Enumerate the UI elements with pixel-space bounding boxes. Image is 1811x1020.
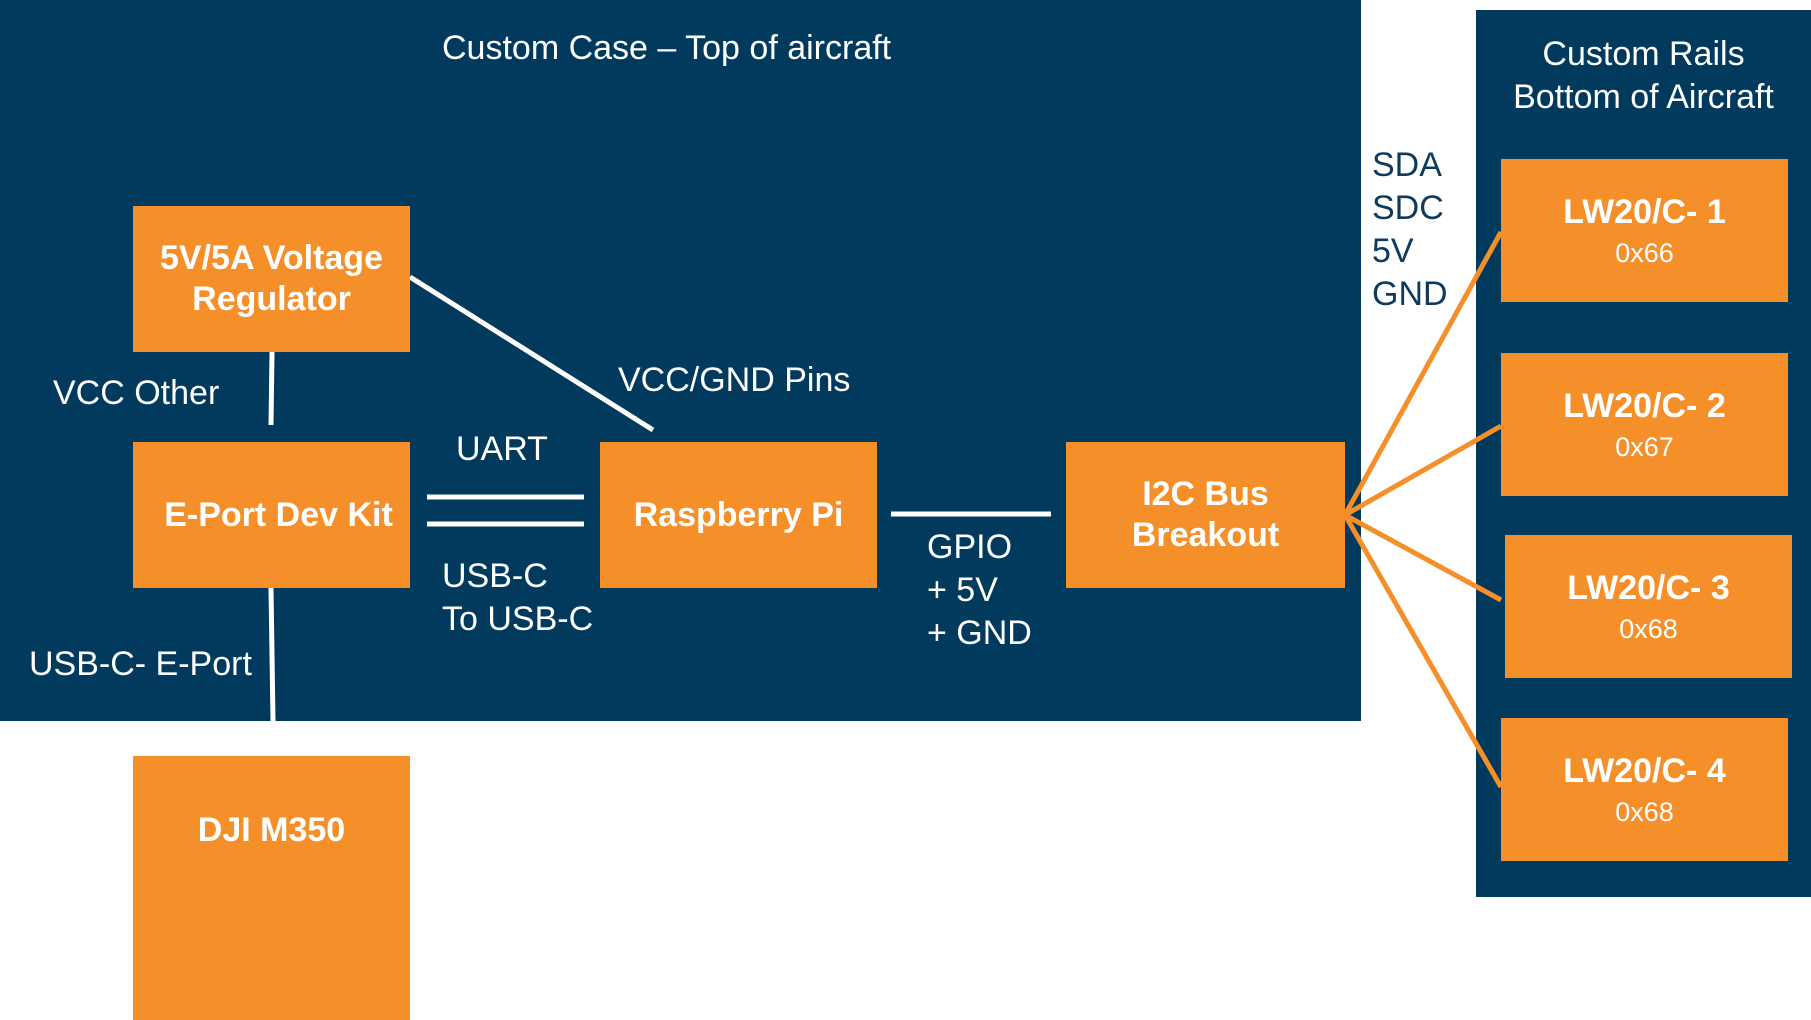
lw20-sensor-4-box: LW20/C- 4 0x68 xyxy=(1501,718,1788,861)
gpio-label-line2: + 5V xyxy=(927,571,998,609)
bus-to-sensor4-wire xyxy=(1342,513,1504,789)
raspberry-pi-label: Raspberry Pi xyxy=(633,495,844,534)
rails-title-line2: Bottom of Aircraft xyxy=(1513,78,1774,116)
sensor-name: LW20/C- 1 xyxy=(1563,192,1726,231)
vcc-other-label: VCC Other xyxy=(53,374,220,412)
bus-to-sensor3-wire xyxy=(1343,512,1503,603)
regulator-to-eport-wire xyxy=(268,351,275,426)
sensor-name: LW20/C- 3 xyxy=(1567,568,1730,607)
bus-signal-sda-label: SDA xyxy=(1372,146,1442,184)
bus-to-sensor2-wire xyxy=(1343,423,1503,518)
case-title: Custom Case – Top of aircraft xyxy=(442,29,892,67)
usbc-label-line1: USB-C xyxy=(442,557,548,595)
eport-dev-kit-label: E-Port Dev Kit xyxy=(164,495,393,534)
usbc-eport-label: USB-C- E-Port xyxy=(29,645,252,683)
uart-label: UART xyxy=(456,430,548,468)
sensor-address: 0x68 xyxy=(1619,613,1678,644)
bus-signal-5v-label: 5V xyxy=(1372,232,1414,270)
usbc-label-line2: To USB-C xyxy=(442,600,594,638)
raspberry-pi-box: Raspberry Pi xyxy=(600,442,877,588)
sensor-address: 0x67 xyxy=(1615,431,1674,462)
voltage-regulator-label-line2: Regulator xyxy=(192,280,351,318)
sensor-name: LW20/C- 4 xyxy=(1563,751,1726,790)
rails-title-line1: Custom Rails xyxy=(1542,35,1745,73)
sensor-address: 0x66 xyxy=(1615,237,1674,268)
i2c-bus-label-line1: I2C Bus xyxy=(1142,475,1269,514)
lw20-sensor-2-box: LW20/C- 2 0x67 xyxy=(1501,353,1788,496)
bus-signal-gnd-label: GND xyxy=(1372,275,1448,313)
vcc-gnd-pins-label: VCC/GND Pins xyxy=(618,361,851,399)
voltage-regulator-label-line1: 5V/5A Voltage xyxy=(160,239,383,278)
voltage-regulator-box: 5V/5A Voltage Regulator xyxy=(133,206,410,352)
gpio-label-line1: GPIO xyxy=(927,528,1013,566)
sensor-name: LW20/C- 2 xyxy=(1563,386,1726,425)
bus-signal-sdc-label: SDC xyxy=(1372,189,1444,227)
eport-dev-kit-box: E-Port Dev Kit xyxy=(133,442,410,588)
lw20-sensor-1-box: LW20/C- 1 0x66 xyxy=(1501,159,1788,302)
sensor-address: 0x68 xyxy=(1615,796,1674,827)
lw20-sensor-3-box: LW20/C- 3 0x68 xyxy=(1505,535,1792,678)
dji-m350-box: DJI M350 xyxy=(133,756,410,1020)
bus-to-sensor1-wire xyxy=(1342,230,1504,517)
i2c-bus-breakout-box: I2C Bus Breakout xyxy=(1066,442,1345,588)
i2c-bus-label-line2: Breakout xyxy=(1131,516,1280,554)
dji-m350-label: DJI M350 xyxy=(197,811,346,849)
gpio-label-line3: + GND xyxy=(927,614,1032,652)
regulator-to-pi-wire xyxy=(408,274,655,433)
eport-to-dji-wire xyxy=(268,587,276,722)
custom-case-panel xyxy=(0,0,1361,721)
